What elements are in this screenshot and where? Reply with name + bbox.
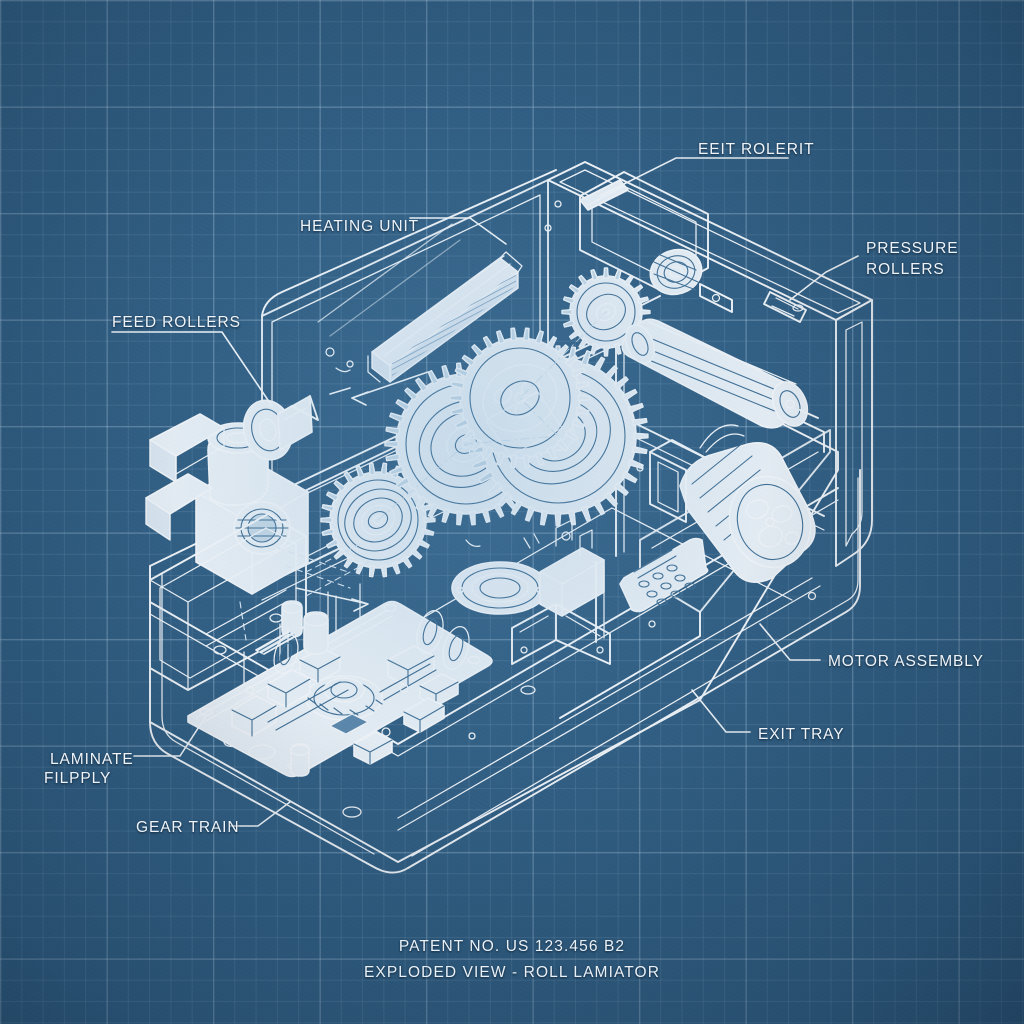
pressure-roller xyxy=(621,318,819,429)
solenoid-bracket xyxy=(511,519,611,665)
callout-heating-unit: HEATING UNIT xyxy=(300,218,420,235)
patent-number: PATENT NO. US 123.456 B2 xyxy=(398,938,626,955)
motor-cylinder xyxy=(649,424,816,584)
callout-pressure-rollers: PRESSURE ROLLERS xyxy=(866,240,959,278)
circuit-board xyxy=(187,583,493,778)
bearing-ring xyxy=(451,561,549,615)
misc-hardware xyxy=(325,200,817,601)
exit-roller xyxy=(579,171,807,323)
callout-exit-roller: EEIT ROLERIT xyxy=(698,141,815,158)
callout-feed-rollers: FEED ROLLERS xyxy=(112,314,241,331)
heating-element xyxy=(317,223,523,406)
callout-exit-tray: EXIT TRAY xyxy=(758,726,845,743)
title-block: PATENT NO. US 123.456 B2 EXPLODED VIEW -… xyxy=(0,934,1024,986)
view-description: EXPLODED VIEW - ROLL LAMIATOR xyxy=(363,964,661,981)
callout-gear-train: GEAR TRAIN xyxy=(136,819,240,836)
callout-laminate-supply-second-line: FILPPLY xyxy=(44,770,112,787)
callout-motor-assembly: MOTOR ASSEMBLY xyxy=(828,653,984,670)
leader-lines xyxy=(111,157,859,827)
callout-laminate-supply: LAMINATE xyxy=(50,751,134,768)
control-keypad xyxy=(619,537,709,613)
